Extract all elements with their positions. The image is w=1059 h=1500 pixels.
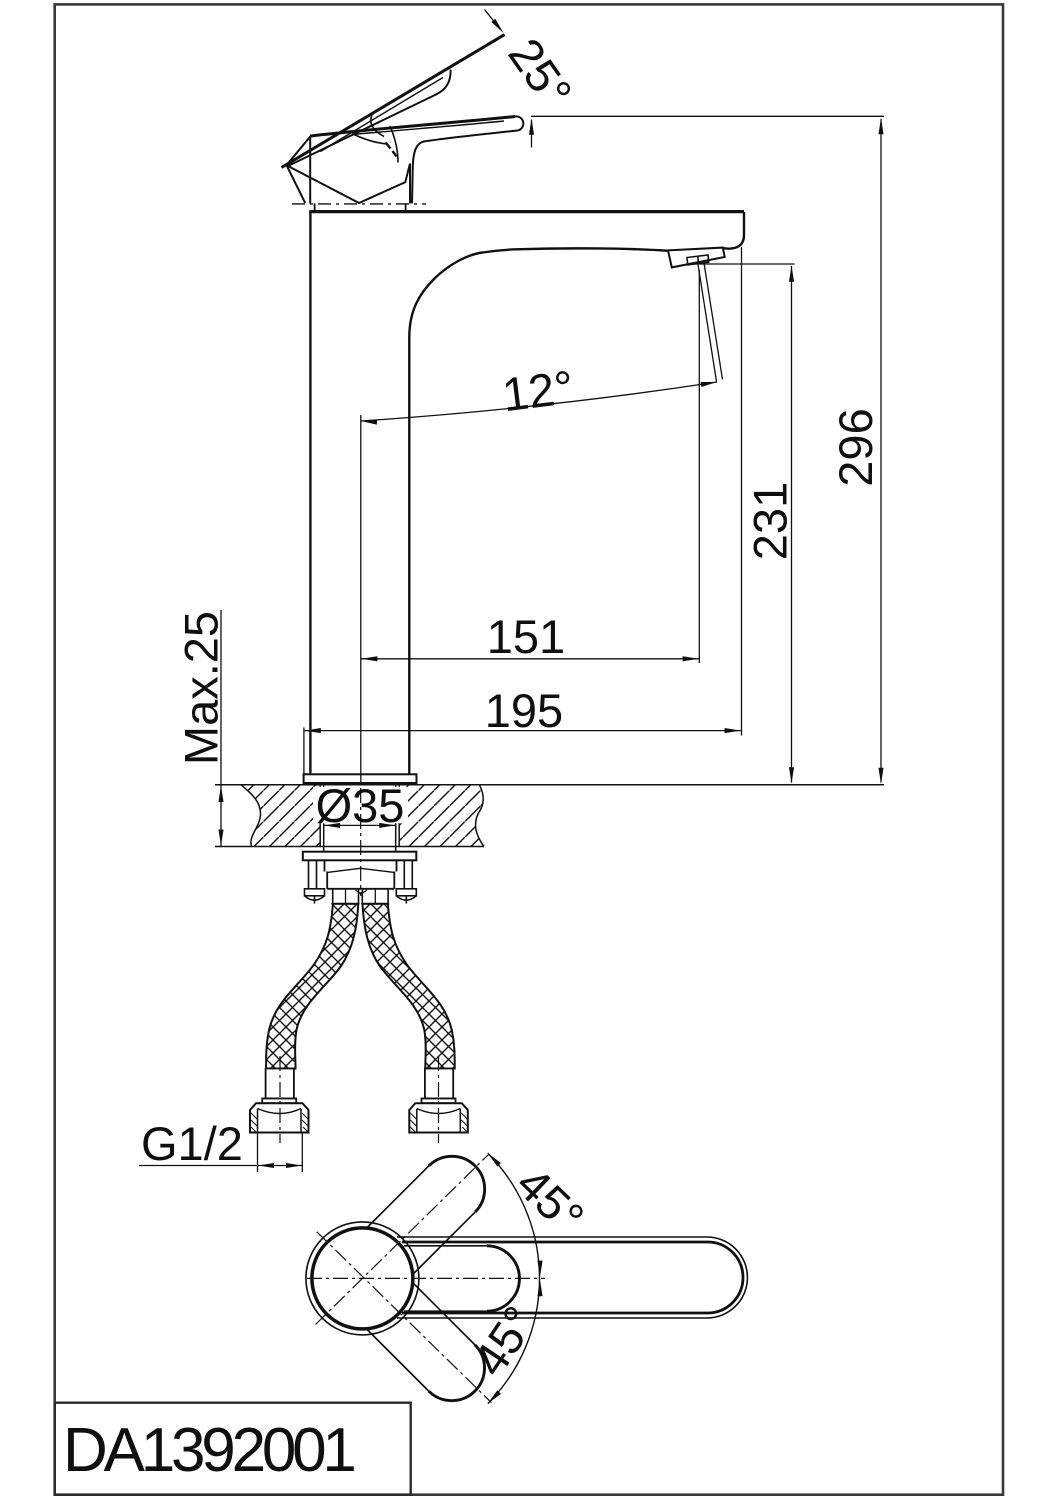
svg-text:231: 231 bbox=[744, 482, 797, 560]
svg-text:25°: 25° bbox=[498, 29, 582, 118]
svg-text:151: 151 bbox=[487, 610, 565, 663]
svg-text:296: 296 bbox=[829, 408, 882, 486]
svg-text:12°: 12° bbox=[499, 360, 576, 421]
svg-text:Max.25: Max.25 bbox=[175, 611, 228, 765]
svg-text:195: 195 bbox=[485, 684, 563, 737]
svg-text:DA1392001: DA1392001 bbox=[63, 1416, 354, 1485]
svg-text:G1/2: G1/2 bbox=[141, 1117, 243, 1170]
svg-text:45°: 45° bbox=[506, 1156, 594, 1244]
svg-text:45°: 45° bbox=[462, 1296, 546, 1385]
svg-text:Ø35: Ø35 bbox=[316, 779, 405, 832]
